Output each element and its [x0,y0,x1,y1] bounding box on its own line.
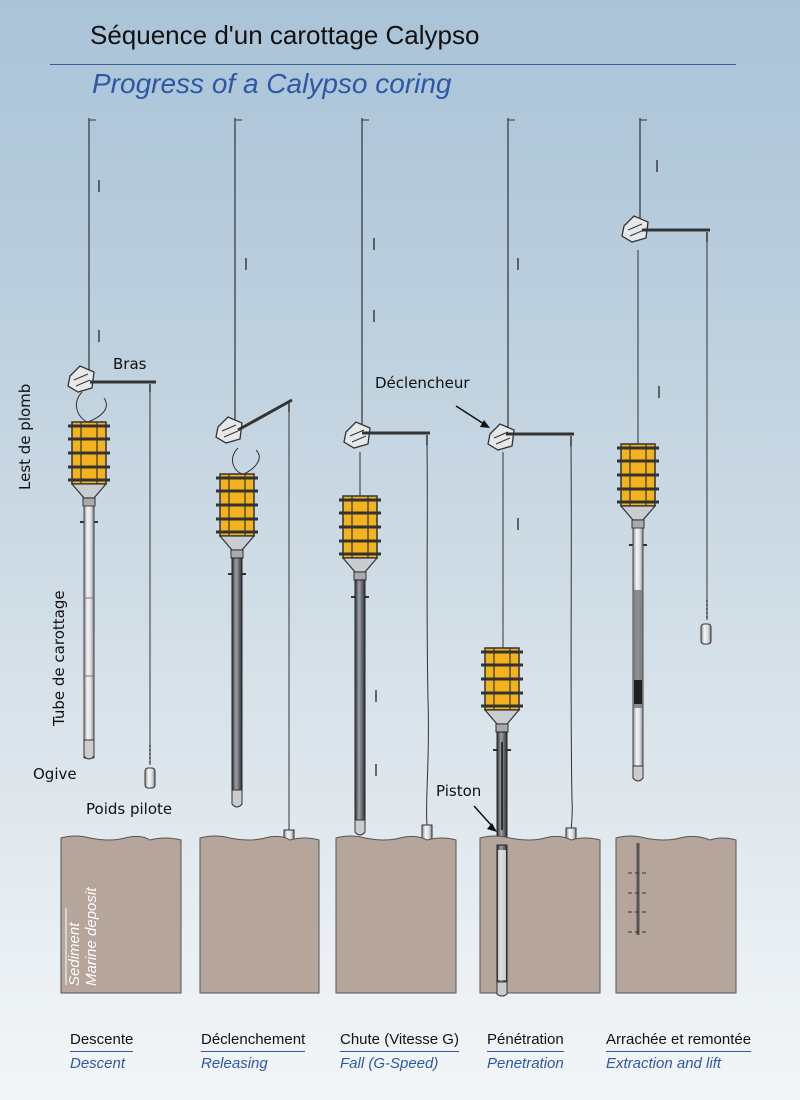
step-penetration-en: Penetration [487,1055,564,1072]
label-poids-pilote: Poids pilote [86,800,173,818]
sediment-label: Sediment Marine deposit [66,888,100,986]
stage-fall [337,118,433,849]
label-declencheur: Déclencheur [375,374,470,392]
stage-extraction [615,118,712,782]
step-releasing-fr: Déclenchement [201,1031,306,1052]
step-extraction-fr: Arrachée et remontée [606,1031,752,1052]
title-english: Progress of a Calypso coring [92,68,452,99]
annotation-arrows [455,405,497,832]
sediment-label-en: Marine deposit [83,887,100,986]
title-divider [50,64,736,65]
label-tube-de-carottage: Tube de carottage [50,590,68,726]
step-releasing-en: Releasing [201,1055,268,1072]
step-descent-fr: Descente [70,1031,134,1052]
label-ogive: Ogive [33,765,77,783]
sediment-label-fr: Sediment [66,922,83,986]
label-lest-de-plomb: Lest de plomb [16,383,34,490]
label-piston: Piston [436,782,482,800]
stage-descent [66,118,156,789]
step-caption-fall: Chute (Vitesse G) Fall (G-Speed) [340,1031,459,1072]
step-fall-fr: Chute (Vitesse G) [340,1031,459,1052]
label-bras: Bras [113,355,147,373]
step-caption-descent: Descente Descent [70,1031,134,1072]
step-caption-extraction: Arrachée et remontée Extraction and lift [606,1031,752,1072]
step-caption-penetration: Pénétration Penetration [487,1031,564,1072]
step-descent-en: Descent [70,1055,126,1072]
step-caption-releasing: Déclenchement Releasing [201,1031,306,1072]
step-fall-en: Fall (G-Speed) [340,1055,439,1072]
step-extraction-en: Extraction and lift [606,1055,722,1072]
title-french: Séquence d'un carottage Calypso [90,20,480,50]
sediment-blocks [60,835,737,997]
stage-releasing [214,118,295,851]
step-penetration-fr: Pénétration [487,1031,564,1052]
